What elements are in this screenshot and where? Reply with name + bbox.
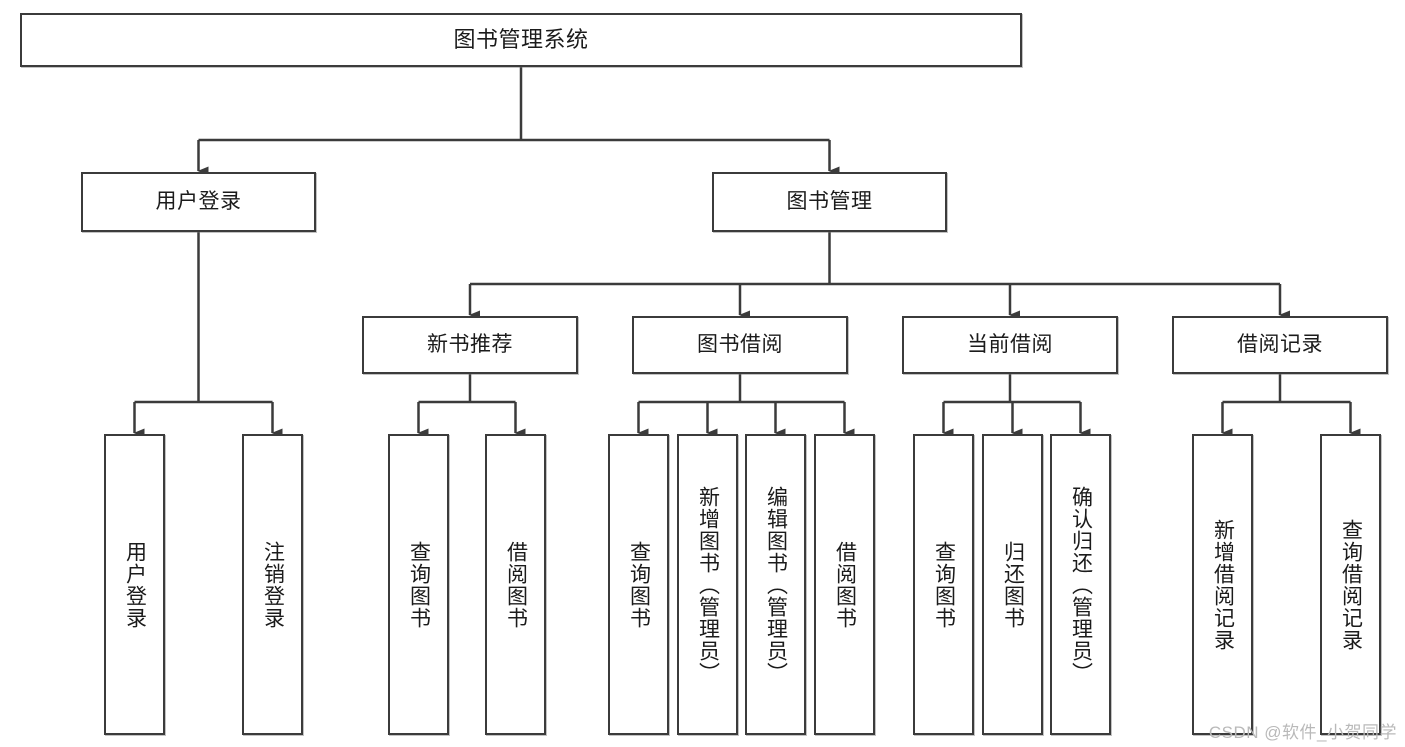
node-book-manage[interactable]: 图书管理: [712, 172, 947, 232]
node-leaf-edit-book[interactable]: 编辑图书（管理员）: [745, 434, 806, 735]
node-label: 图书借阅: [697, 332, 783, 356]
node-label: 查询图书: [627, 540, 651, 629]
node-user-login[interactable]: 用户登录: [81, 172, 316, 232]
node-root[interactable]: 图书管理系统: [20, 13, 1022, 67]
node-label: 借阅图书: [504, 540, 528, 629]
node-leaf-borrow-book-1[interactable]: 借阅图书: [485, 434, 546, 735]
node-label: 查询图书: [932, 540, 956, 629]
node-label: 编辑图书（管理员）: [764, 485, 788, 684]
node-leaf-user-logout[interactable]: 注销登录: [242, 434, 303, 735]
node-label: 确认归还（管理员）: [1069, 485, 1093, 684]
node-leaf-query-record[interactable]: 查询借阅记录: [1320, 434, 1381, 735]
node-label: 借阅图书: [833, 540, 857, 629]
node-leaf-confirm-return[interactable]: 确认归还（管理员）: [1050, 434, 1111, 735]
node-leaf-query-book-3[interactable]: 查询图书: [913, 434, 974, 735]
node-leaf-borrow-book-2[interactable]: 借阅图书: [814, 434, 875, 735]
node-label: 图书管理系统: [453, 27, 589, 53]
node-leaf-return-book[interactable]: 归还图书: [982, 434, 1043, 735]
node-label: 借阅记录: [1237, 332, 1323, 356]
node-label: 当前借阅: [967, 332, 1053, 356]
node-label: 注销登录: [261, 540, 285, 629]
connector-group: [133, 67, 1361, 438]
node-label: 新增图书（管理员）: [696, 485, 720, 684]
node-label: 新书推荐: [427, 332, 513, 356]
node-label: 新增借阅记录: [1211, 518, 1235, 651]
node-label: 查询借阅记录: [1339, 518, 1363, 651]
node-current-borrow[interactable]: 当前借阅: [902, 316, 1118, 374]
node-leaf-query-book-2[interactable]: 查询图书: [608, 434, 669, 735]
node-book-borrow[interactable]: 图书借阅: [632, 316, 848, 374]
node-leaf-add-record[interactable]: 新增借阅记录: [1192, 434, 1253, 735]
node-label: 用户登录: [155, 189, 242, 213]
node-label: 图书管理: [786, 189, 873, 213]
node-new-book-recommend[interactable]: 新书推荐: [362, 316, 578, 374]
node-leaf-user-login[interactable]: 用户登录: [104, 434, 165, 735]
node-leaf-add-book[interactable]: 新增图书（管理员）: [677, 434, 738, 735]
node-label: 用户登录: [123, 540, 147, 629]
node-leaf-query-book-1[interactable]: 查询图书: [388, 434, 449, 735]
node-label: 归还图书: [1001, 540, 1025, 629]
node-label: 查询图书: [407, 540, 431, 629]
node-borrow-record[interactable]: 借阅记录: [1172, 316, 1388, 374]
watermark: CSDN @软件_小贺同学: [1208, 723, 1397, 742]
